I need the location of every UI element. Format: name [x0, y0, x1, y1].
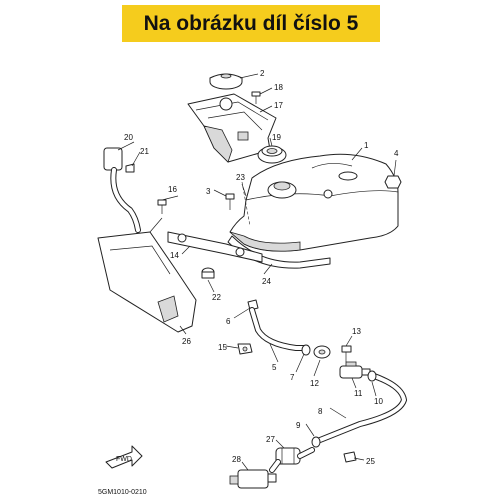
part-screw-18[interactable] — [251, 91, 261, 104]
callout-10: 10 — [374, 397, 383, 406]
callout-24: 24 — [262, 277, 271, 286]
callout-8: 8 — [318, 407, 323, 416]
callout-25: 25 — [366, 457, 375, 466]
part-clip-15[interactable] — [237, 343, 253, 355]
diagram-code: 5GM1010-0210 — [98, 489, 147, 496]
part-fuel-tank[interactable] — [229, 153, 399, 252]
part-clamp-9[interactable] — [311, 436, 321, 448]
part-pump-28[interactable] — [229, 459, 281, 489]
part-tray[interactable] — [187, 93, 277, 163]
callout-27: 27 — [266, 435, 275, 444]
callout-20: 20 — [124, 133, 133, 142]
callout-28: 28 — [232, 455, 241, 464]
part-grommet-19[interactable] — [257, 145, 287, 164]
callout-19: 19 — [272, 133, 281, 142]
banner-text: Na obrázku díl číslo 5 — [143, 11, 359, 35]
callout-3: 3 — [206, 187, 211, 196]
callout-22: 22 — [212, 293, 221, 302]
callout-17: 17 — [274, 101, 283, 110]
fwd-label: FWD — [116, 456, 132, 463]
callout-14: 14 — [170, 251, 179, 260]
part-clamp-10[interactable] — [367, 370, 377, 382]
callouts: 1 2 3 4 5 6 7 8 9 10 11 12 13 14 15 16 1… — [124, 69, 399, 466]
part-bolt-16[interactable] — [157, 199, 167, 214]
part-clamp-7[interactable] — [301, 344, 311, 356]
callout-18: 18 — [274, 83, 283, 92]
part-fuel-cock-11[interactable] — [339, 361, 371, 379]
part-cover-26[interactable] — [97, 217, 197, 333]
part-bolt-13[interactable] — [341, 345, 352, 362]
callout-5: 5 — [272, 363, 277, 372]
callout-16: 16 — [168, 185, 177, 194]
part-hose-8[interactable] — [317, 373, 408, 443]
part-filler-hose-20[interactable] — [103, 147, 141, 233]
callout-4: 4 — [394, 149, 399, 158]
part-bolt-4[interactable] — [384, 175, 402, 189]
part-bolt-3[interactable] — [225, 193, 235, 210]
callout-21: 21 — [140, 147, 149, 156]
leader-lines — [117, 73, 397, 471]
part-damper-22[interactable] — [201, 267, 215, 279]
callout-12: 12 — [310, 379, 319, 388]
callout-1: 1 — [364, 141, 369, 150]
callout-23: 23 — [236, 173, 245, 182]
callout-11: 11 — [354, 389, 363, 398]
callout-7: 7 — [290, 373, 295, 382]
highlight-banner: Na obrázku díl číslo 5 — [122, 5, 380, 42]
fwd-arrow-icon: FWD — [105, 445, 143, 469]
part-cap[interactable] — [209, 73, 243, 90]
part-fuel-hose-5[interactable] — [249, 307, 307, 351]
callout-15: 15 — [218, 343, 227, 352]
part-clip-25[interactable] — [343, 451, 357, 463]
callout-26: 26 — [182, 337, 191, 346]
callout-2: 2 — [260, 69, 265, 78]
part-fitting-12[interactable] — [313, 345, 331, 359]
part-bracket-14[interactable] — [167, 231, 263, 263]
callout-9: 9 — [296, 421, 301, 430]
part-fuel-filter-27[interactable] — [275, 447, 315, 465]
callout-6: 6 — [226, 317, 231, 326]
callout-13: 13 — [352, 327, 361, 336]
